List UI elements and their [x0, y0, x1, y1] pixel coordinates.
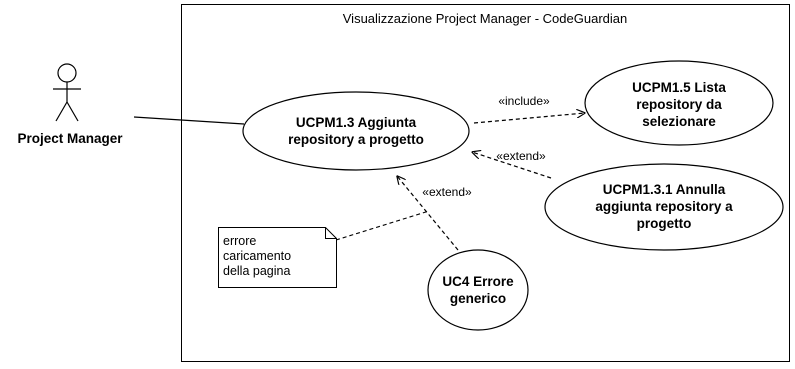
actor-project-manager: Project Manager — [17, 63, 123, 146]
use-case-ucpm1-5-line1: UCPM1.5 Lista — [632, 80, 726, 95]
extend-errore-label: «extend» — [422, 185, 472, 199]
stick-figure-icon — [53, 63, 81, 122]
include-label: «include» — [498, 94, 550, 108]
note-line1: errore — [223, 234, 256, 248]
extend-relation-annulla: «extend» — [472, 149, 552, 179]
note-line2: caricamento — [223, 249, 291, 263]
use-case-uc4: UC4 Errore generico — [427, 249, 529, 331]
association-line — [133, 116, 245, 125]
use-case-ucpm1-3-1-line3: progetto — [637, 216, 692, 231]
system-title: Visualizzazione Project Manager - CodeGu… — [343, 11, 627, 26]
use-case-uc4-line2: generico — [450, 291, 506, 306]
extend-annulla-label: «extend» — [496, 149, 546, 163]
actor-label: Project Manager — [17, 131, 123, 146]
note: errore caricamento della pagina — [218, 227, 337, 288]
note-line3: della pagina — [223, 264, 290, 278]
use-case-ucpm1-3-line1: UCPM1.3 Aggiunta — [296, 115, 417, 130]
use-case-ucpm1-3-1-line1: UCPM1.3.1 Annulla — [603, 182, 726, 197]
use-case-ucpm1-3-1: UCPM1.3.1 Annulla aggiunta repository a … — [544, 163, 784, 251]
note-connector — [335, 210, 430, 241]
use-case-ucpm1-5-line2: repository da — [636, 97, 722, 112]
include-relation: «include» — [473, 94, 585, 124]
use-case-ucpm1-3: UCPM1.3 Aggiunta repository a progetto — [242, 91, 470, 171]
use-case-uc4-line1: UC4 Errore — [442, 274, 514, 289]
extend-relation-errore: «extend» — [397, 176, 472, 251]
use-case-ucpm1-5-line3: selezionare — [642, 114, 716, 129]
use-case-ucpm1-3-line2: repository a progetto — [288, 132, 424, 147]
use-case-ucpm1-5: UCPM1.5 Lista repository da selezionare — [584, 60, 774, 146]
use-case-ucpm1-3-1-line2: aggiunta repository a — [595, 199, 733, 214]
